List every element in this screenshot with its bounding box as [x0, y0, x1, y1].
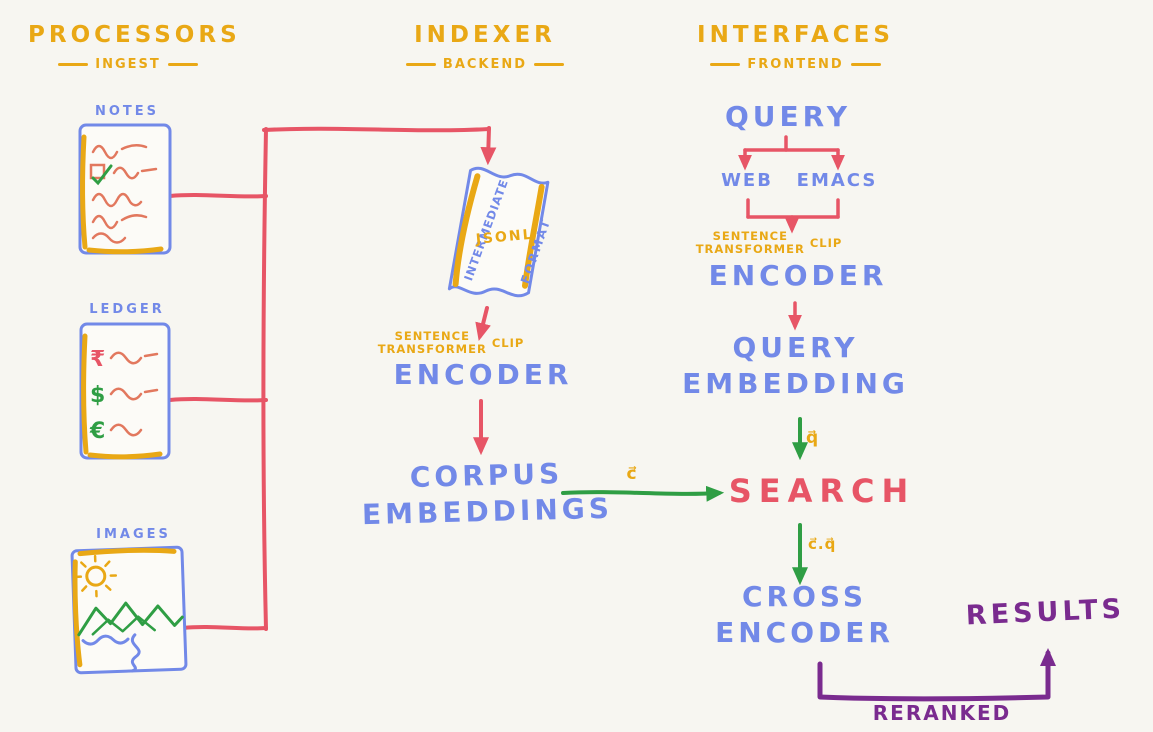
card-accent-bottom: [87, 451, 163, 460]
corpus-line2: EMBEDDINGS: [361, 491, 614, 532]
river-icon: [81, 633, 141, 673]
card-accent-bottom: [86, 246, 164, 255]
checkmark-icon: [91, 164, 113, 186]
ledger-card-label: LEDGER: [89, 302, 165, 317]
scroll-accent-right: [522, 183, 545, 289]
frontend-encoder: ENCODER: [708, 259, 888, 292]
card-accent-left: [80, 134, 88, 250]
model-line2: TRANSFORMER: [695, 242, 805, 257]
emacs-interface: EMACS: [796, 170, 878, 191]
checkbox-icon: [89, 163, 106, 180]
clip-label: CLIP: [809, 235, 843, 250]
subtitle-dash: [58, 63, 89, 66]
reranked-label: RERANKED: [872, 701, 1012, 725]
images-card: [70, 545, 188, 675]
edge-trunk-to-scroll: [262, 126, 491, 133]
query-node: QUERY: [725, 100, 851, 133]
cross-encoder-line1: CROSS: [742, 580, 867, 613]
ledger-card: ₹ $ €: [79, 322, 171, 460]
edge-cross-to-results: [817, 647, 1056, 702]
subtitle-dash: [405, 63, 436, 66]
processors-subtitle: INGEST: [28, 57, 228, 72]
notes-card-frame: [78, 123, 172, 255]
indexer-subtitle-label: BACKEND: [442, 57, 528, 72]
card-accent-top: [77, 547, 177, 557]
dollar-symbol: $: [90, 383, 105, 408]
edge-trunk: [261, 127, 268, 631]
ledger-scribble: [109, 351, 159, 365]
notes-card: [78, 123, 172, 255]
subtitle-dash: [167, 63, 198, 66]
sun-icon: [74, 554, 118, 598]
subtitle-dash: [710, 63, 741, 66]
edge-images-to-trunk: [181, 625, 268, 631]
search-node: SEARCH: [728, 472, 916, 510]
model-line1: SENTENCE: [712, 229, 788, 243]
cross-encoder-line2: ENCODER: [715, 615, 894, 649]
subtitle-dash: [534, 63, 565, 66]
indexer-encoder: ENCODER: [393, 358, 573, 391]
interfaces-subtitle-label: FRONTEND: [747, 57, 844, 72]
edge-ledger-to-trunk: [168, 397, 268, 403]
processors-subtitle-label: INGEST: [95, 57, 161, 72]
card-accent-left: [72, 559, 83, 668]
rerank-connector: [817, 647, 1056, 702]
interfaces-subtitle: FRONTEND: [688, 57, 903, 72]
subtitle-dash: [850, 63, 881, 66]
query-vector-label: q⃗: [806, 428, 820, 448]
similarity-label: c⃗.q⃗: [808, 535, 837, 553]
scroll-center-text: JSONL: [474, 227, 534, 248]
ledger-scribble: [109, 423, 143, 437]
interfaces-title: INTERFACES: [697, 22, 894, 48]
model-line2: TRANSFORMER: [377, 342, 487, 357]
indexer-subtitle: BACKEND: [400, 57, 570, 72]
processors-title: PROCESSORS: [28, 22, 241, 48]
euro-symbol: €: [89, 419, 105, 444]
rupee-symbol: ₹: [90, 347, 105, 372]
images-card-frame: [70, 545, 188, 675]
clip-label: CLIP: [491, 335, 525, 350]
frontend-model-label: SENTENCE TRANSFORMER CLIP: [695, 229, 843, 257]
note-scribbles-icon: [89, 144, 158, 244]
edge-notes-to-trunk: [168, 193, 268, 199]
indexer-title: INDEXER: [414, 22, 556, 48]
results-node: RESULTS: [965, 593, 1126, 632]
card-accent-left: [81, 333, 89, 455]
web-interface: WEB: [721, 170, 773, 191]
corpus-embeddings: CORPUS EMBEDDINGS: [357, 455, 617, 533]
corpus-vector-label: c⃗: [626, 464, 638, 484]
jsonl-scroll-icon: INTERMEDIATE JSONL FORMAT: [447, 166, 553, 298]
ledger-scribble: [109, 387, 159, 401]
query-embedding-line1: QUERY: [732, 331, 859, 364]
images-card-label: IMAGES: [96, 527, 171, 542]
query-embedding: QUERY EMBEDDING: [668, 330, 923, 402]
indexer-model-label: SENTENCE TRANSFORMER CLIP: [378, 329, 524, 356]
scroll-accent-left: [452, 173, 481, 288]
notes-card-label: NOTES: [94, 104, 160, 119]
mountains-icon: [77, 601, 184, 637]
model-line1: SENTENCE: [394, 329, 470, 343]
scroll-outline: [447, 166, 550, 298]
cross-encoder: CROSS ENCODER: [692, 579, 917, 651]
query-embedding-line2: EMBEDDING: [682, 366, 909, 400]
